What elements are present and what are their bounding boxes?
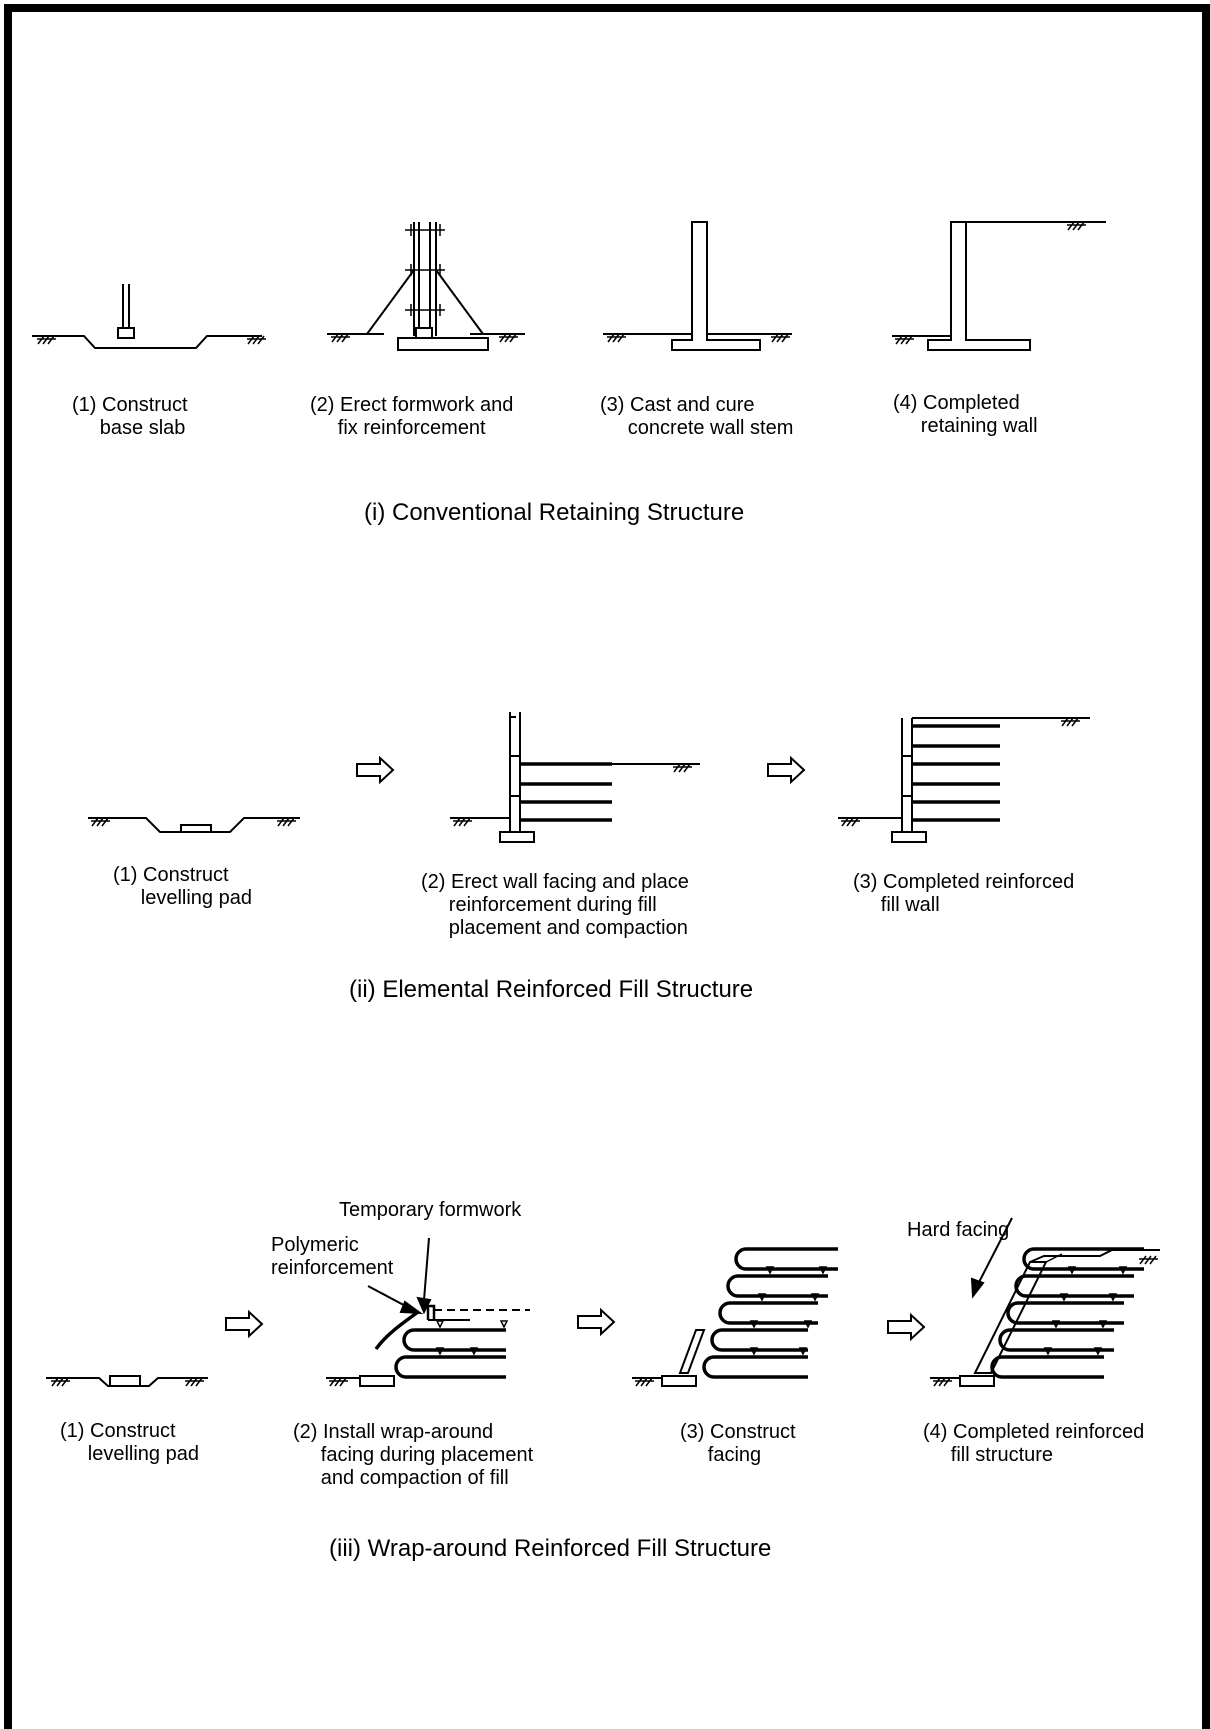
conv-step2-caption: (2) Erect formwork and fix reinforcement xyxy=(310,394,514,439)
wrap-step2-caption: (2) Install wrap-around facing during pl… xyxy=(293,1421,534,1489)
arrow-right-icon xyxy=(577,1307,616,1337)
polymeric-reinforcement-callout: Polymeric reinforcement xyxy=(271,1234,394,1279)
wrap-step3-facing-sketch xyxy=(632,1247,838,1387)
elem-step1-levelling-pad-sketch xyxy=(88,817,300,833)
elem-step3-caption: (3) Completed reinforced fill wall xyxy=(853,871,1075,916)
conv-step3-wall-stem-sketch xyxy=(603,221,792,351)
elem-step2-caption: (2) Erect wall facing and place reinforc… xyxy=(421,871,689,939)
wrap-step1-levelling-pad-sketch xyxy=(46,1375,208,1387)
wrap-step1-caption: (1) Construct levelling pad xyxy=(60,1420,199,1465)
conv-step1-caption: (1) Construct base slab xyxy=(72,394,188,439)
conv-step4-completed-wall-sketch xyxy=(892,221,1106,351)
figure-frame xyxy=(4,4,1210,1729)
conv-step1-base-slab-sketch xyxy=(32,284,266,349)
wrap-step3-caption: (3) Construct facing xyxy=(680,1421,796,1466)
arrow-right-icon xyxy=(356,755,395,785)
arrow-right-icon xyxy=(767,755,806,785)
section-i-title: (i) Conventional Retaining Structure xyxy=(364,499,745,526)
conv-step3-caption: (3) Cast and cure concrete wall stem xyxy=(600,394,794,439)
elem-step3-completed-wall-sketch xyxy=(838,717,1090,843)
elem-step1-caption: (1) Construct levelling pad xyxy=(113,864,252,909)
arrow-right-icon xyxy=(887,1312,926,1342)
section-ii-title: (ii) Elemental Reinforced Fill Structure xyxy=(349,976,754,1003)
temporary-formwork-callout: Temporary formwork xyxy=(339,1199,522,1221)
wrap-step2-wrap-around-sketch xyxy=(326,1237,530,1387)
elem-step2-facing-placement-sketch xyxy=(450,712,700,843)
wrap-step4-completed-structure-sketch xyxy=(930,1217,1160,1387)
section-iii-title: (iii) Wrap-around Reinforced Fill Struct… xyxy=(329,1535,772,1562)
arrow-right-icon xyxy=(225,1309,264,1339)
wrap-step4-caption: (4) Completed reinforced fill structure xyxy=(923,1421,1145,1466)
conv-step2-formwork-sketch xyxy=(327,222,525,351)
conv-step4-caption: (4) Completed retaining wall xyxy=(893,392,1038,437)
hard-facing-callout: Hard facing xyxy=(907,1219,1010,1241)
